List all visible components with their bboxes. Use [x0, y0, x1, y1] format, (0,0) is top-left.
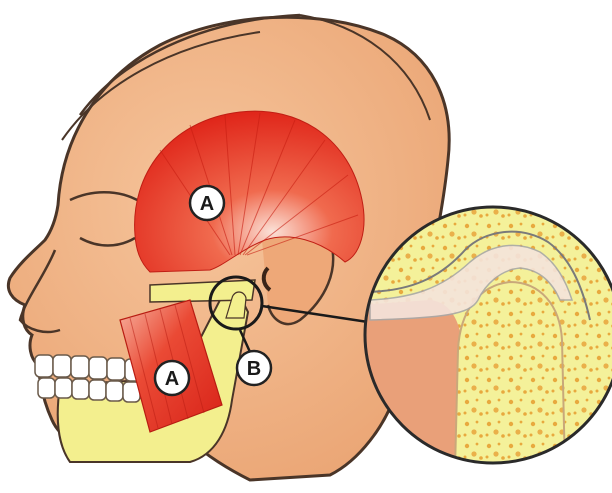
zoom-condyle	[455, 282, 565, 470]
label-b-joint: B	[237, 351, 271, 385]
label-a-temporalis-text: A	[200, 193, 214, 215]
label-a-masseter-text: A	[165, 368, 179, 390]
label-b-joint-text: B	[247, 358, 261, 380]
label-a-masseter: A	[155, 361, 189, 395]
label-a-temporalis: A	[190, 186, 224, 220]
